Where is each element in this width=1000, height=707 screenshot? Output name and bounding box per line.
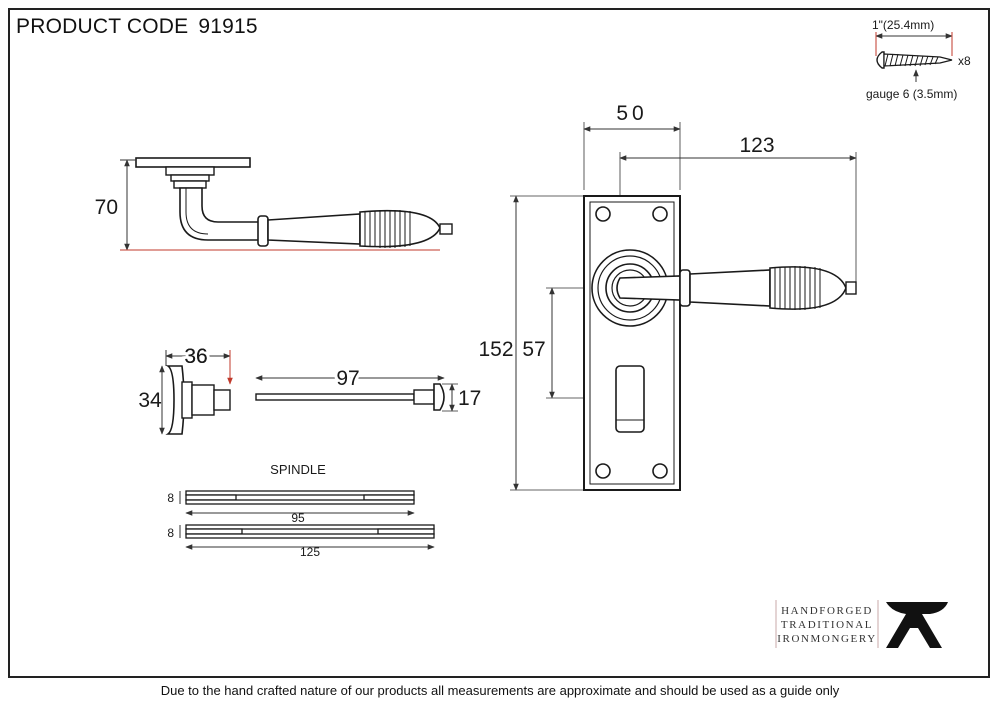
release-length-label: 97 (336, 367, 359, 390)
spindle-a-thickness-label: 8 (167, 491, 174, 505)
lever-front-shaft (689, 269, 771, 307)
screw-quantity-label: x8 (958, 54, 971, 68)
brand-line-1: HANDFORGED (781, 605, 873, 617)
release-height-label: 17 (458, 387, 481, 410)
screw-group: 1"(25.4mm) x8 gauge 6 (3.5mm) (866, 18, 971, 101)
product-code-value: 91915 (198, 15, 258, 38)
plate-width-label: 50 (616, 102, 647, 125)
spindle-b-thickness-label: 8 (167, 526, 174, 540)
product-code-heading: PRODUCT CODE 91915 (16, 15, 258, 39)
fixing-hole (595, 206, 611, 222)
turn-height-label: 34 (138, 389, 162, 412)
thumb-turn: 36 36 34 (138, 342, 233, 435)
screw-gauge-label: gauge 6 (3.5mm) (866, 87, 957, 101)
lever-front-grip (769, 266, 847, 310)
thumb-turn-front (615, 365, 645, 433)
emergency-release: 97 17 (255, 364, 481, 412)
spindle-title: SPINDLE (270, 462, 326, 477)
spindle-b-length-label: 125 (300, 545, 320, 559)
screw-icon (876, 51, 953, 69)
lever-side-view: 70 (95, 157, 453, 251)
fixing-hole (652, 206, 668, 222)
anvil-logo-icon (886, 602, 948, 648)
fixing-hole (595, 463, 611, 479)
lever-shaft (267, 213, 361, 245)
brand-line-2: TRADITIONAL (781, 619, 873, 631)
spindles: SPINDLE 8 95 8 125 (167, 462, 435, 559)
lever-neck (179, 187, 263, 241)
lever-height-label: 70 (95, 196, 118, 219)
backplate (583, 195, 681, 491)
brand-line-3: IRONMONGERY (777, 633, 877, 645)
brand-block: HANDFORGED TRADITIONAL IRONMONGERY (775, 600, 948, 648)
turn-width-label: 36 (184, 345, 207, 368)
plate-height-label: 152 (478, 338, 513, 361)
rose-flange (135, 157, 251, 168)
lever-front-neck (616, 275, 681, 301)
drawing-frame (8, 8, 990, 678)
spindle-long: 8 125 (167, 524, 435, 559)
fixing-hole (652, 463, 668, 479)
screw-length-label: 1"(25.4mm) (872, 18, 934, 32)
centre-label: 57 (522, 338, 545, 361)
product-code-label: PRODUCT CODE (16, 15, 189, 38)
lever-length-label: 123 (739, 134, 774, 157)
spindle-a-length-label: 95 (291, 511, 305, 525)
spindle-short: 8 95 (167, 490, 415, 525)
disclaimer-footer: Due to the hand crafted nature of our pr… (160, 683, 840, 698)
turn-width-label-bg: 36 (184, 345, 207, 368)
front-view: 50 123 152 57 (478, 102, 857, 491)
